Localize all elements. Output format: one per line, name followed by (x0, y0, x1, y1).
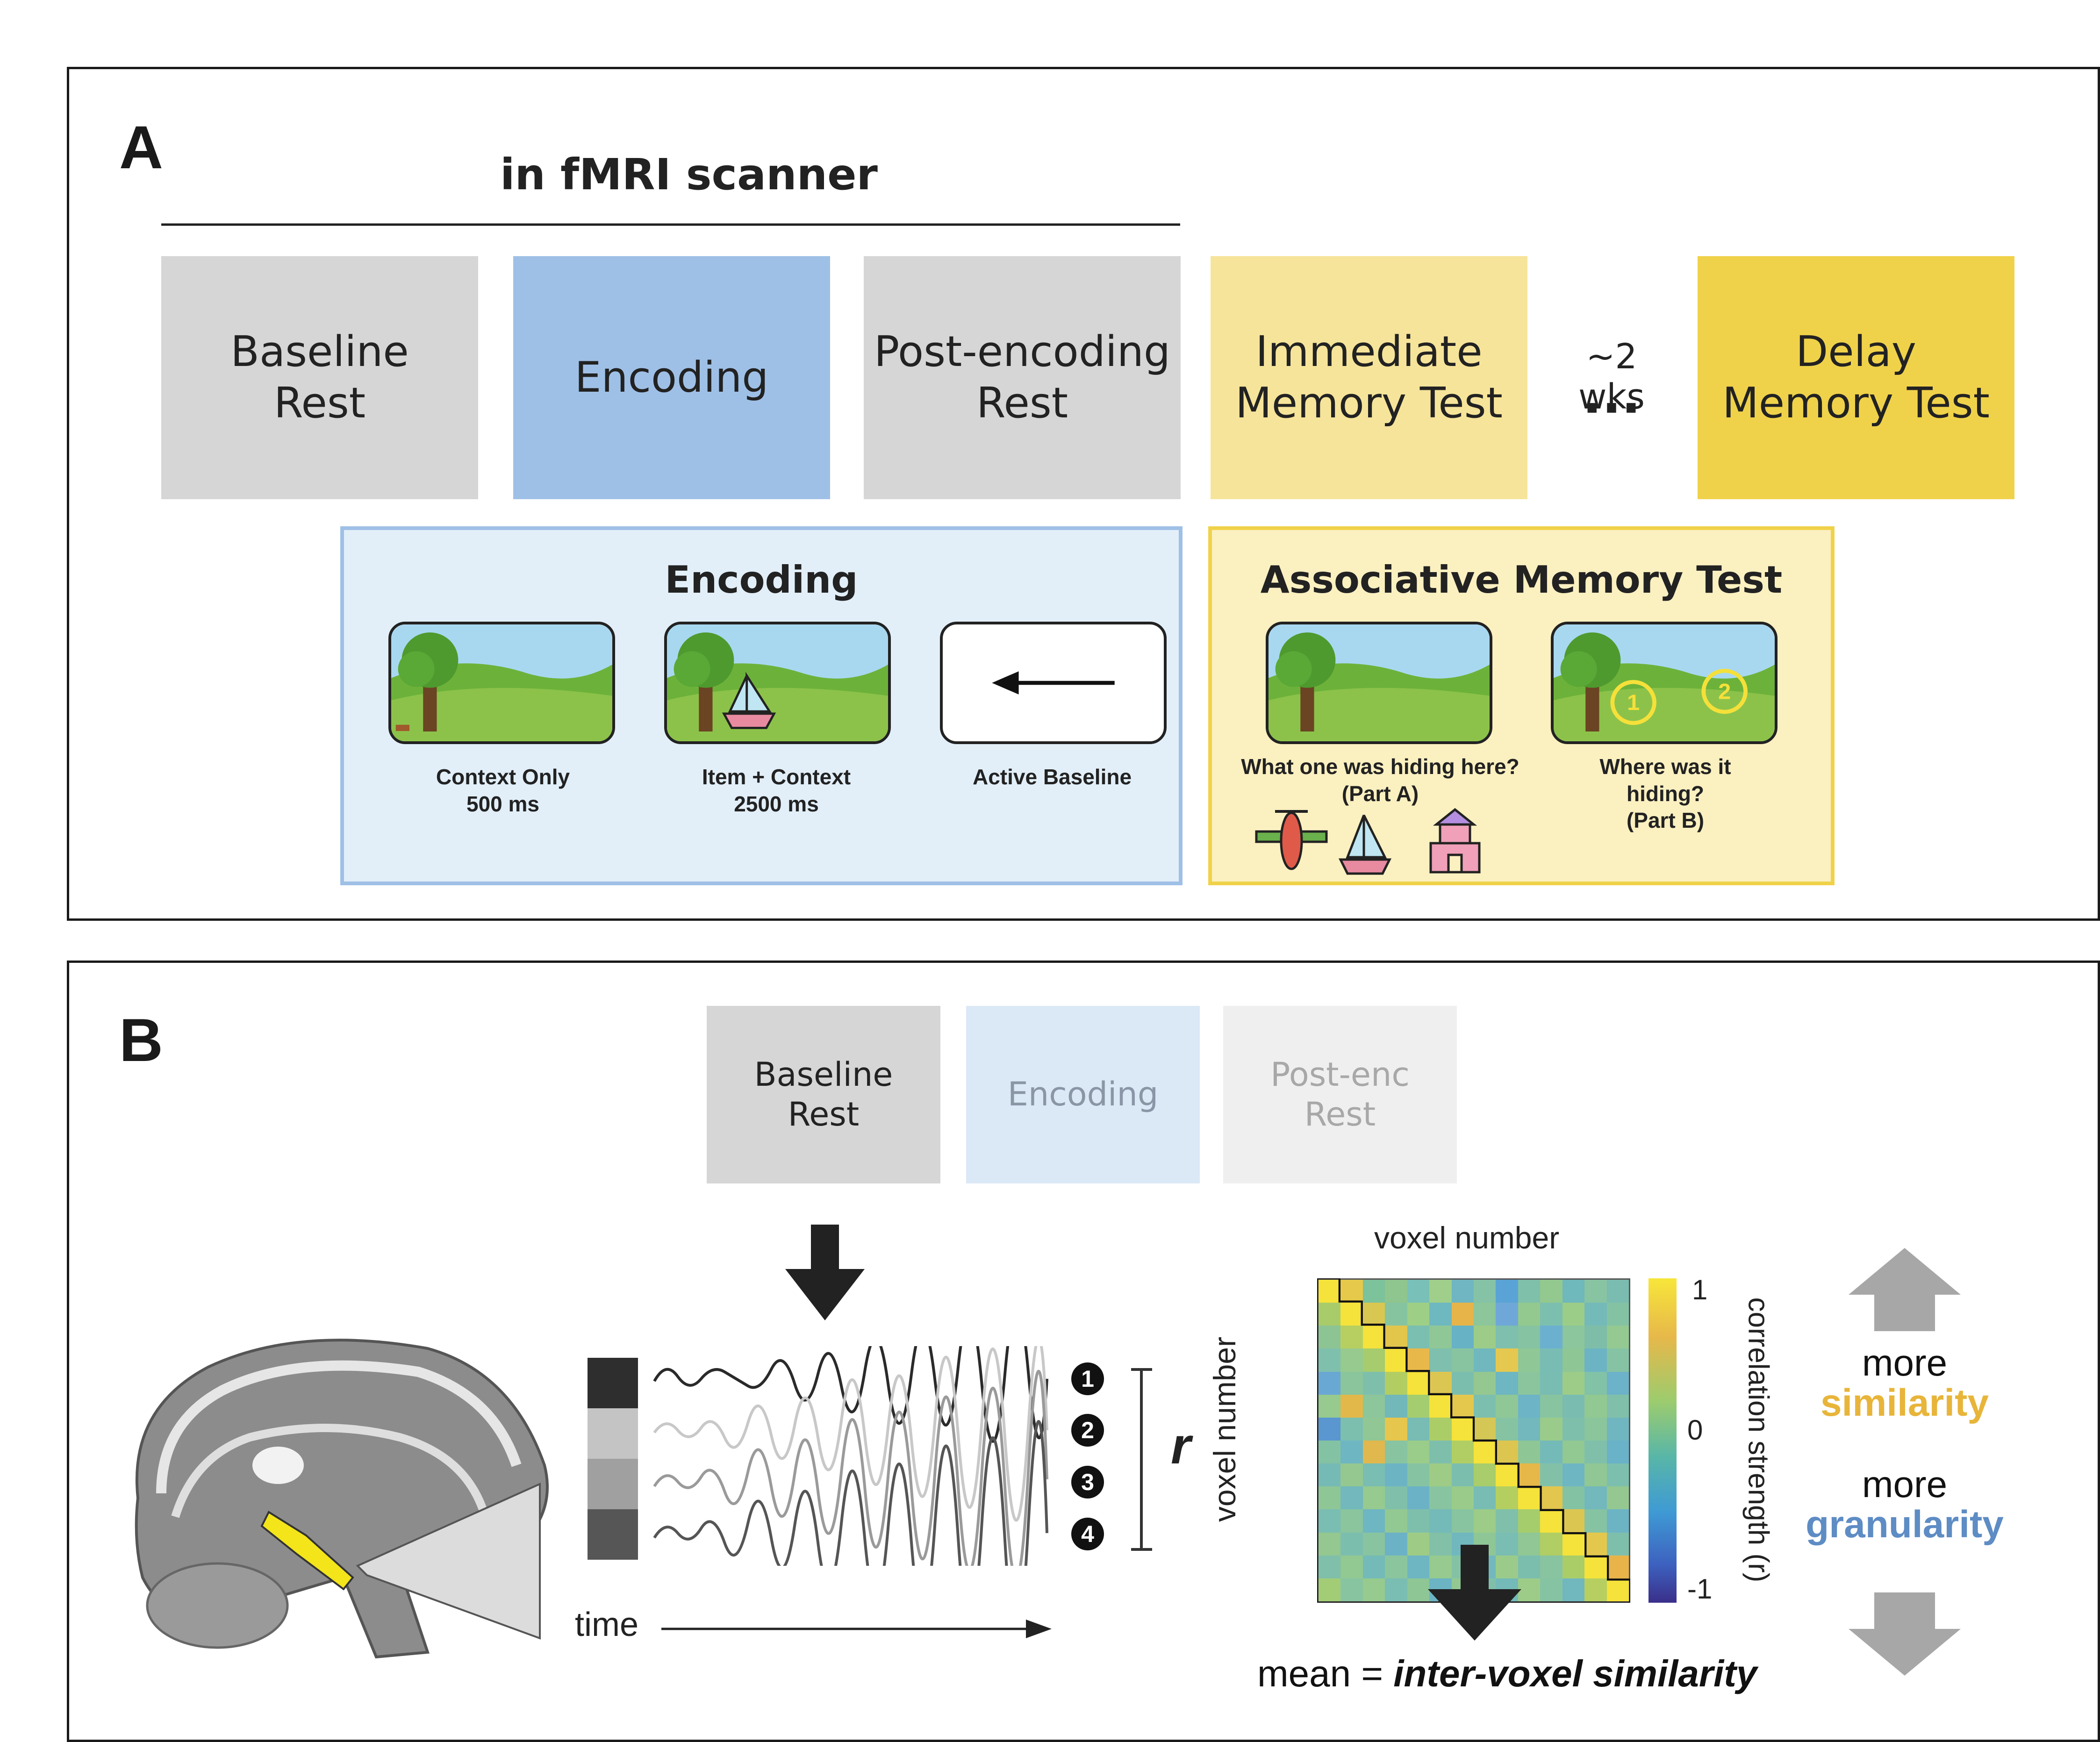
block-post-encoding-rest: Post-encoding Rest (864, 256, 1181, 499)
voxel-number-2: 2 (1071, 1414, 1104, 1447)
time-arrow (661, 1620, 1052, 1638)
r-label: r (1171, 1417, 1191, 1475)
active-baseline-screen (940, 622, 1167, 744)
colorbar-tick-0: 0 (1687, 1414, 1703, 1446)
granularity-label: granularity (1806, 1503, 2004, 1546)
b-block-post-enc-rest: Post-enc Rest (1223, 1006, 1457, 1183)
panel-b (67, 961, 2100, 1742)
caption-item-context: Item + Context 2500 ms (702, 765, 851, 816)
correlation-bracket (1131, 1368, 1152, 1551)
down-arrow-gray-icon (1849, 1592, 1961, 1676)
time-series-3 (653, 1369, 1048, 1566)
voxel-bar-1 (588, 1358, 638, 1408)
voxel-bar-2 (588, 1408, 638, 1459)
block-delay-memory-test: Delay Memory Test (1698, 256, 2014, 499)
location-marker-2: 2 (1718, 679, 1731, 704)
voxel-number-3: 3 (1071, 1466, 1104, 1498)
encoding-detail-box: Encoding Context Only (340, 526, 1183, 885)
mean-term: inter-voxel similarity (1393, 1653, 1757, 1694)
colorbar (1648, 1278, 1677, 1603)
block-baseline-rest: Baseline Rest (161, 256, 478, 499)
boat-icon (1338, 814, 1392, 875)
up-arrow-icon (1849, 1248, 1961, 1331)
caption-context-only: Context Only 500 ms (436, 765, 570, 816)
correlation-matrix (1317, 1278, 1630, 1603)
voxel-number-4: 4 (1071, 1518, 1104, 1550)
mean-formula: mean = inter-voxel similarity (1257, 1652, 1757, 1695)
castle-icon (1429, 808, 1481, 874)
similarity-label: similarity (1820, 1382, 1989, 1424)
more-label-2: more (1862, 1463, 1948, 1505)
colorbar-tick-1: 1 (1692, 1274, 1708, 1305)
memory-test-title: Associative Memory Test (1260, 558, 1783, 602)
block-encoding: Encoding (513, 256, 830, 499)
scanner-line (161, 223, 1180, 226)
voxel-time-series (653, 1346, 1048, 1566)
matrix-y-label: voxel number (1207, 1336, 1242, 1522)
b-block-encoding: Encoding (966, 1006, 1200, 1183)
time-series-1 (653, 1346, 1048, 1443)
scanner-label: in fMRI scanner (500, 150, 878, 200)
what-hiding-scene (1266, 622, 1492, 744)
mean-prefix: mean = (1257, 1653, 1394, 1694)
voxel-number-1: 1 (1071, 1362, 1104, 1395)
lower-triangle-outline (1317, 1278, 1630, 1603)
b-block-baseline-rest: Baseline Rest (707, 1006, 940, 1183)
item-context-scene (664, 622, 891, 744)
down-arrow-icon (785, 1225, 865, 1320)
colorbar-tick-neg1: -1 (1687, 1573, 1713, 1605)
brain-sagittal-image (135, 1339, 549, 1659)
panel-b-label: B (119, 1006, 163, 1074)
time-series-2 (653, 1346, 1048, 1522)
gap-dots: ... (1582, 365, 1641, 425)
location-marker-1: 1 (1627, 690, 1640, 715)
caption-part-b: Where was it hiding? (Part B) (1599, 754, 1731, 832)
panel-a-label: A (119, 113, 163, 181)
colorbar-label: correlation strength (r) (1742, 1297, 1775, 1583)
where-hiding-scene: 1 2 (1551, 622, 1777, 744)
matrix-x-label: voxel number (1374, 1220, 1560, 1255)
voxel-bar-4 (588, 1509, 638, 1560)
block-immediate-memory-test: Immediate Memory Test (1211, 256, 1527, 499)
mean-down-arrow-icon (1428, 1545, 1521, 1641)
airplane-icon (1255, 810, 1328, 870)
encoding-detail-title: Encoding (665, 558, 858, 602)
more-label-1: more (1862, 1342, 1948, 1384)
caption-part-a: What one was hiding here? (Part A) (1241, 754, 1519, 806)
panel-a (67, 67, 2100, 921)
time-label: time (575, 1606, 639, 1643)
item-options-icons (1255, 808, 1481, 875)
memory-test-detail-box: Associative Memory Test 1 2 What one was… (1208, 526, 1835, 885)
context-only-scene (388, 622, 615, 744)
caption-active-baseline: Active Baseline (972, 765, 1132, 789)
voxel-bar-3 (588, 1459, 638, 1509)
time-series-4 (653, 1420, 1048, 1566)
gap-label: ~2 wks (1578, 337, 1645, 417)
